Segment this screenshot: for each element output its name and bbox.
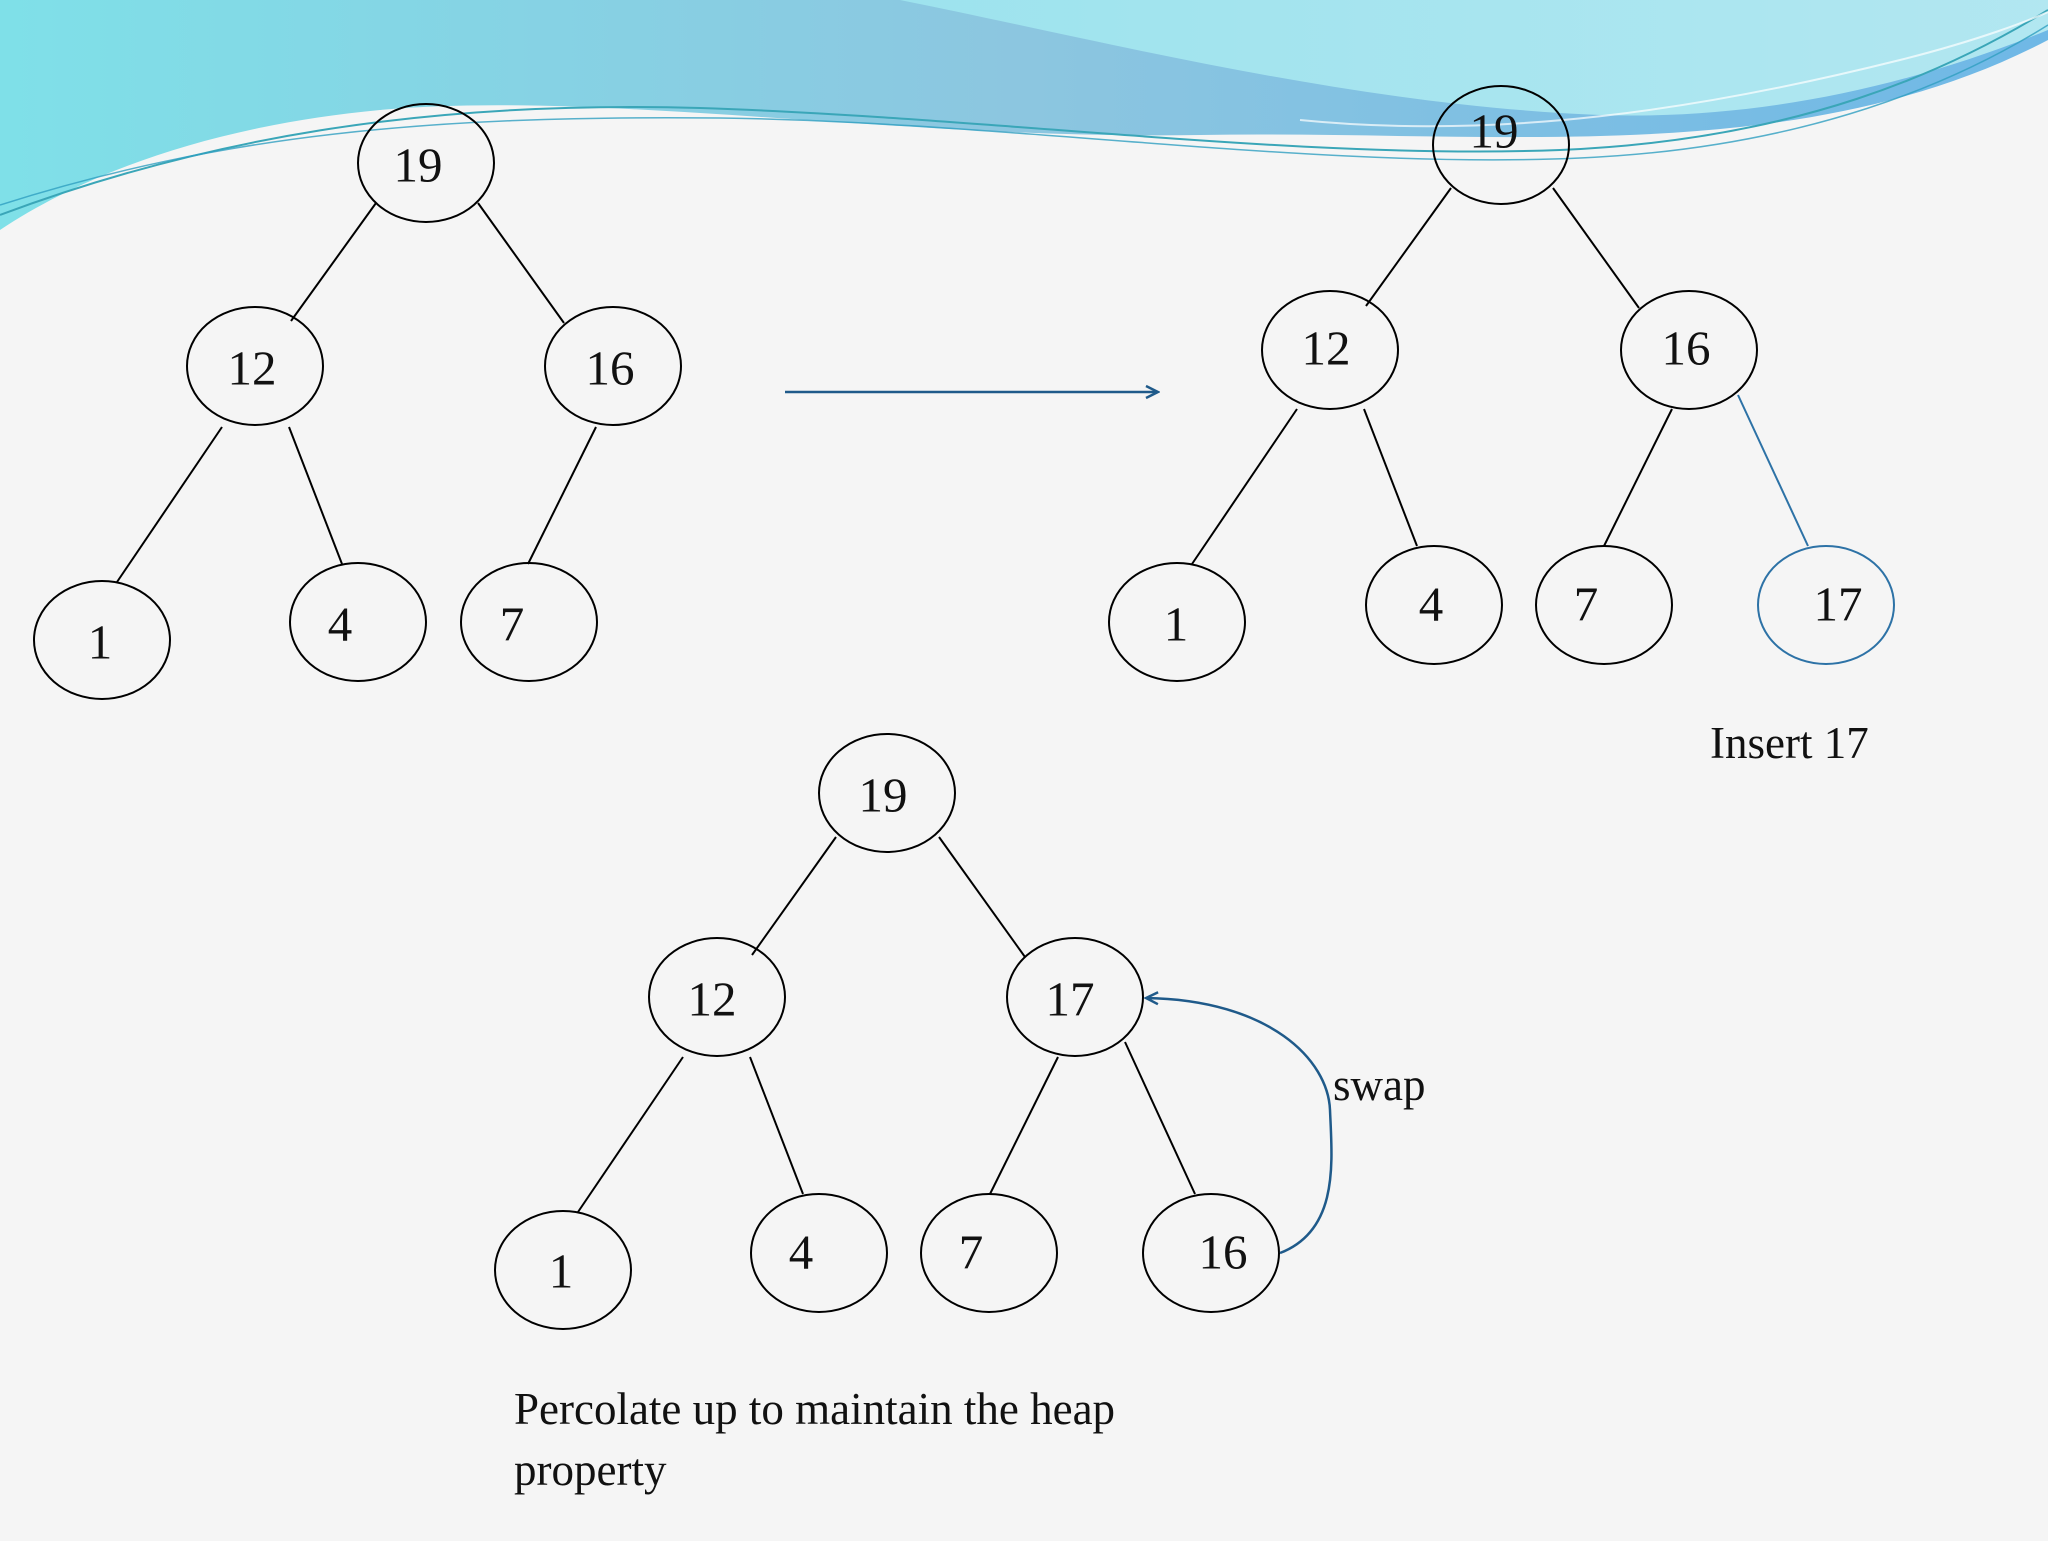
node-value: 19 bbox=[394, 137, 443, 192]
node-value: 12 bbox=[228, 340, 277, 395]
tree-after: 19 12 17 1 4 7 16 swap Percolate up t bbox=[494, 733, 1425, 1495]
heap-node: 7 bbox=[1535, 545, 1673, 665]
heap-node: 12 bbox=[1261, 290, 1399, 410]
heap-node: 1 bbox=[33, 580, 171, 700]
percolate-caption-line2: property bbox=[514, 1445, 667, 1495]
node-value: 12 bbox=[1302, 320, 1351, 375]
node-value: 16 bbox=[1662, 320, 1711, 375]
inserted-edge bbox=[1737, 394, 1809, 547]
node-value: 1 bbox=[1164, 596, 1189, 651]
swapped-heap-node: 16 bbox=[1142, 1193, 1280, 1313]
node-value: 19 bbox=[859, 767, 908, 822]
heap-node: 19 bbox=[357, 103, 495, 223]
heap-node: 4 bbox=[1365, 545, 1503, 665]
percolate-caption-line1: Percolate up to maintain the heap bbox=[514, 1384, 1115, 1434]
heap-node: 1 bbox=[1108, 562, 1246, 682]
header-wave-decoration bbox=[0, 0, 2048, 230]
node-value: 16 bbox=[1199, 1224, 1248, 1279]
tree-before: 19 12 16 1 4 7 bbox=[33, 103, 682, 700]
swapped-heap-node: 17 bbox=[1006, 937, 1144, 1057]
heap-node: 1 bbox=[494, 1210, 632, 1330]
heap-node: 12 bbox=[648, 937, 786, 1057]
insert-caption: Insert 17 bbox=[1710, 718, 1869, 768]
node-value: 17 bbox=[1814, 576, 1863, 631]
heap-node: 12 bbox=[186, 306, 324, 426]
node-value: 4 bbox=[328, 596, 353, 651]
heap-node: 4 bbox=[750, 1193, 888, 1313]
heap-node: 7 bbox=[920, 1193, 1058, 1313]
tree-before-edges bbox=[116, 202, 597, 583]
heap-node: 16 bbox=[544, 306, 682, 426]
node-value: 7 bbox=[959, 1224, 984, 1279]
heap-node: 7 bbox=[460, 562, 598, 682]
node-value: 16 bbox=[586, 340, 635, 395]
inserted-heap-node: 17 bbox=[1757, 545, 1895, 665]
heap-node: 19 bbox=[818, 733, 956, 853]
node-value: 12 bbox=[688, 971, 737, 1026]
tree-insert: 19 12 16 1 4 7 17 Insert 17 bbox=[1108, 85, 1895, 768]
node-value: 17 bbox=[1046, 971, 1095, 1026]
heap-node: 19 bbox=[1432, 85, 1570, 205]
node-value: 1 bbox=[549, 1243, 574, 1298]
heap-node: 16 bbox=[1620, 290, 1758, 410]
heap-node: 4 bbox=[289, 562, 427, 682]
node-value: 7 bbox=[1574, 576, 1599, 631]
node-value: 7 bbox=[500, 596, 525, 651]
swap-label: swap bbox=[1333, 1060, 1425, 1110]
tree-insert-edges bbox=[1191, 187, 1673, 565]
node-value: 4 bbox=[789, 1224, 814, 1279]
node-value: 1 bbox=[88, 614, 113, 669]
tree-after-edges bbox=[577, 836, 1196, 1213]
swap-arrow bbox=[1146, 998, 1333, 1255]
node-value: 19 bbox=[1470, 103, 1519, 158]
node-value: 4 bbox=[1419, 576, 1444, 631]
